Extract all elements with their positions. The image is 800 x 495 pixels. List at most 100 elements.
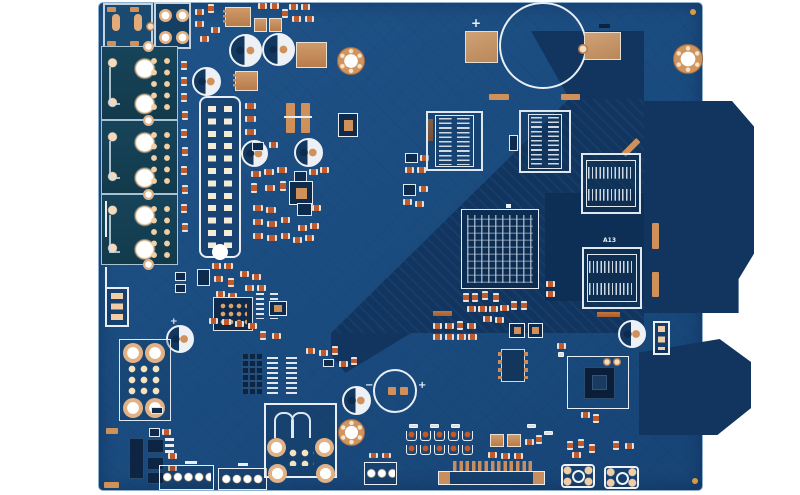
electrolytic-cap-footprint xyxy=(262,33,295,66)
passive-component xyxy=(181,77,187,86)
passive-component xyxy=(182,185,188,194)
smd-chip xyxy=(297,203,312,216)
pad-grid xyxy=(127,364,163,397)
capacitor-outline xyxy=(373,369,417,413)
passive-component xyxy=(420,155,429,161)
smd-chip xyxy=(252,142,264,151)
silkscreen-label: + xyxy=(471,16,482,30)
qfn-footprint xyxy=(289,181,313,205)
passive-component xyxy=(482,291,488,300)
silkscreen-mark xyxy=(185,461,197,464)
copper-pad xyxy=(286,103,295,133)
passive-component xyxy=(245,103,256,109)
electrolytic-cap-footprint xyxy=(229,34,262,67)
passive-component xyxy=(457,321,463,330)
copper-pad xyxy=(104,482,119,488)
battery-pad xyxy=(584,32,621,60)
passive-component xyxy=(277,167,287,173)
copper-pad xyxy=(301,103,310,133)
passive-component xyxy=(248,323,257,329)
passive-component xyxy=(463,293,469,302)
silkscreen-mark xyxy=(165,450,174,453)
passive-component xyxy=(235,321,244,327)
passive-footprint xyxy=(406,445,417,455)
through-hole-pad xyxy=(143,115,154,126)
passive-component xyxy=(224,263,233,269)
copper-pad xyxy=(130,41,139,46)
smd-chip xyxy=(405,153,418,163)
copper-chip xyxy=(269,18,282,32)
copper-pour-region xyxy=(644,101,754,313)
through-hole-pad xyxy=(316,464,335,483)
passive-component xyxy=(298,225,307,231)
passive-component xyxy=(257,285,266,291)
copper-pad xyxy=(489,94,509,100)
qfn-footprint xyxy=(509,323,525,338)
passive-component xyxy=(209,318,218,324)
passive-component xyxy=(282,9,288,18)
through-hole-pad xyxy=(143,189,154,200)
passive-component xyxy=(222,319,231,325)
copper-chip xyxy=(507,434,521,447)
through-hole-pad xyxy=(123,343,143,363)
passive-component xyxy=(572,452,581,458)
smd-chip xyxy=(175,272,186,281)
qfn-pad-grid xyxy=(213,297,253,331)
passive-component xyxy=(489,306,498,312)
passive-component xyxy=(514,453,523,459)
passive-component xyxy=(251,171,261,177)
copper-pad xyxy=(652,223,659,249)
pcb-board: ++−+A13 xyxy=(98,2,754,491)
through-hole-pad xyxy=(159,31,172,44)
passive-component xyxy=(536,435,542,444)
passive-component xyxy=(433,334,442,340)
round-pad xyxy=(578,44,588,54)
passive-component xyxy=(253,219,263,225)
silkscreen-label: − xyxy=(365,380,374,391)
copper-pad xyxy=(130,7,139,12)
flash-tsop-footprint xyxy=(581,153,641,214)
passive-component xyxy=(527,424,536,428)
passive-component xyxy=(310,223,319,229)
passive-component xyxy=(478,306,487,312)
qfn-footprint xyxy=(269,301,287,316)
dip-header-footprint xyxy=(199,96,241,258)
passive-component xyxy=(500,305,509,311)
through-hole-pad xyxy=(143,259,154,270)
passive-component xyxy=(289,4,298,10)
tact-switch-footprint xyxy=(604,466,639,489)
silkscreen-mark xyxy=(506,204,511,208)
passive-footprint xyxy=(462,445,473,455)
passive-component xyxy=(253,233,263,239)
copper-pour-region xyxy=(331,333,411,373)
electrolytic-cap-footprint xyxy=(192,67,221,96)
passive-component xyxy=(415,201,424,207)
passive-component xyxy=(306,348,315,354)
soc-bga-footprint xyxy=(461,209,539,289)
copper-pad xyxy=(561,94,580,100)
silkscreen-label: + xyxy=(418,380,427,391)
passive-component xyxy=(240,271,249,277)
passive-component xyxy=(181,61,187,70)
pad-grid xyxy=(241,354,262,394)
passive-component xyxy=(488,452,497,458)
passive-component xyxy=(382,453,391,458)
copper-chip xyxy=(296,42,327,68)
passive-footprint xyxy=(406,431,417,441)
electrolytic-cap-footprint xyxy=(294,138,323,167)
flash-tsop-footprint xyxy=(582,247,642,309)
passive-component xyxy=(546,291,555,297)
passive-component xyxy=(280,181,286,191)
fiducial-marker xyxy=(692,478,698,484)
through-hole-pad xyxy=(268,464,287,483)
passive-component xyxy=(267,235,277,241)
soic-chip xyxy=(223,7,251,27)
copper-chip xyxy=(490,434,504,447)
passive-component xyxy=(245,129,256,135)
through-hole-pad xyxy=(145,343,165,363)
round-pad xyxy=(603,358,611,366)
silkscreen-mark xyxy=(165,444,174,447)
passive-component xyxy=(266,207,276,213)
silkscreen-label: A13 xyxy=(603,237,616,244)
